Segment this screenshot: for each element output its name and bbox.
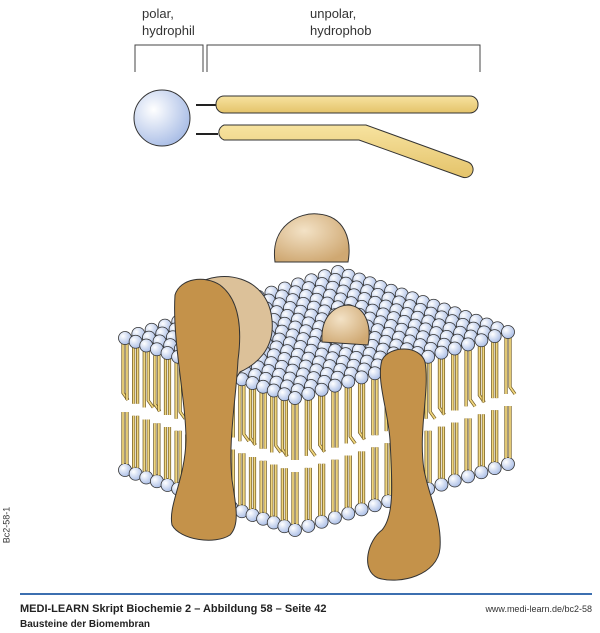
bottom-lipid-head bbox=[301, 518, 316, 533]
phospholipid-molecule bbox=[133, 89, 479, 179]
top-lipid-head bbox=[301, 386, 316, 401]
top-lipid-head bbox=[434, 345, 449, 360]
footer-subtitle: Bausteine der Biomembran bbox=[20, 619, 151, 630]
fatty-acid-tail-unsaturated bbox=[218, 124, 474, 179]
bracket-unpolar bbox=[206, 44, 481, 72]
top-lipid-head bbox=[447, 341, 462, 356]
label-polar-line1: polar, bbox=[142, 6, 174, 21]
lipid-tail bbox=[309, 399, 317, 457]
bracket-polar bbox=[134, 44, 204, 72]
lipid-tail bbox=[349, 387, 356, 445]
label-unpolar-line1: unpolar, bbox=[310, 6, 357, 21]
bottom-lipid-head bbox=[354, 502, 369, 517]
lipid-tail bbox=[147, 351, 154, 409]
lipid-tail bbox=[509, 338, 516, 395]
top-lipid-head bbox=[354, 370, 369, 385]
figure-code: Bc2-58-1 bbox=[1, 506, 12, 544]
lipid-bilayer bbox=[118, 213, 517, 581]
label-unpolar: unpolar, hydrophob bbox=[310, 5, 371, 39]
bottom-lipid-head bbox=[474, 465, 489, 480]
label-unpolar-line2: hydrophob bbox=[310, 23, 372, 38]
polar-head bbox=[133, 89, 191, 147]
footer-rule bbox=[20, 593, 592, 595]
peripheral-protein bbox=[274, 213, 350, 263]
fatty-acid-tail-saturated bbox=[215, 95, 479, 114]
top-lipid-head bbox=[367, 366, 382, 381]
bottom-lipid-head bbox=[461, 469, 475, 484]
bottom-lipid-head bbox=[341, 506, 356, 521]
lipid-tail bbox=[242, 385, 250, 442]
lipid-tail bbox=[469, 350, 476, 407]
footer-url[interactable]: www.medi-learn.de/bc2-58 bbox=[485, 604, 592, 614]
lipid-tail bbox=[429, 362, 436, 420]
biomembrane-diagram bbox=[118, 44, 517, 581]
bottom-lipid-head bbox=[367, 498, 382, 513]
top-lipid-head bbox=[314, 382, 329, 397]
footer-title: MEDI-LEARN Skript Biochemie 2 – Abbildun… bbox=[20, 603, 327, 615]
label-polar: polar, hydrophil bbox=[142, 5, 195, 39]
bottom-lipid-head bbox=[288, 523, 302, 537]
top-lipid-head bbox=[288, 391, 302, 405]
top-lipid-head bbox=[328, 378, 342, 393]
top-lipid-head bbox=[474, 333, 489, 348]
transmembrane-protein-left bbox=[170, 278, 241, 541]
top-lipid-head bbox=[461, 337, 475, 352]
top-lipid-head bbox=[501, 325, 515, 339]
top-lipid-head bbox=[487, 329, 502, 344]
bottom-lipid-head bbox=[447, 473, 462, 488]
surface-protein bbox=[321, 304, 370, 346]
bottom-lipid-head bbox=[501, 457, 515, 471]
bottom-lipid-head bbox=[328, 510, 342, 525]
bottom-lipid-head bbox=[434, 477, 449, 492]
lipid-tail bbox=[274, 396, 282, 454]
bottom-lipid-head bbox=[487, 461, 502, 476]
top-lipid-head bbox=[341, 374, 356, 389]
label-polar-line2: hydrophil bbox=[142, 23, 195, 38]
bottom-lipid-head bbox=[314, 514, 329, 529]
transmembrane-protein-right bbox=[367, 348, 441, 581]
